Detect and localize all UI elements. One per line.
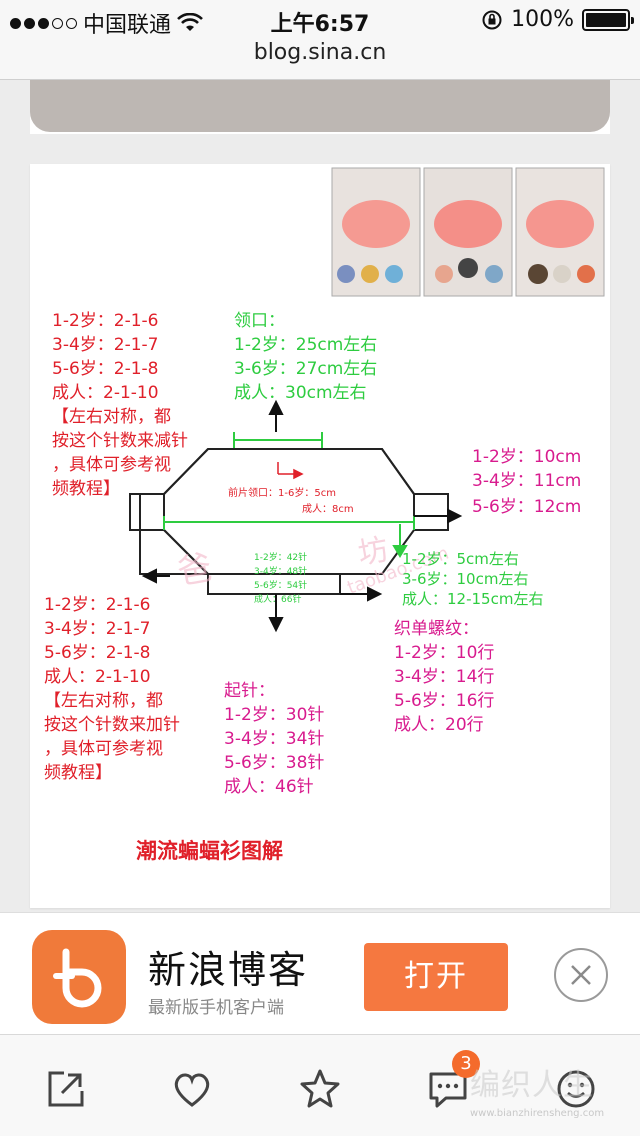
black-arrows [141,399,463,633]
rib-notes: 织单螺纹： 1-2岁：10行 3-4岁：14行 5-6岁：16行 成人：20行 [394,619,494,735]
wifi-icon [177,13,203,31]
left-top-line-6: ，具体可参考视 [52,455,171,475]
diagram-caption: 潮流蝙蝠衫图解 [136,839,283,863]
left-top-decrease-notes: 1-2岁：2-1-6 3-4岁：2-1-7 5-6岁：2-1-8 成人：2-1-… [52,311,188,499]
emoji-icon [557,1070,595,1108]
blog-b-logo-icon [53,948,102,1008]
center-stitch-line-2: 5-6岁：54针 [254,579,307,591]
open-app-button[interactable]: 打开 [364,943,508,1011]
center-stitch-notes: 1-2岁：42针 3-4岁：48针 5-6岁：54针 成人：66针 [254,551,307,605]
previous-image [30,80,610,132]
favorite-button[interactable] [298,1067,342,1111]
share-icon [48,1071,84,1107]
rib-line-2: 5-6岁：16行 [394,691,494,711]
bottom-toolbar [0,1034,640,1136]
neck-title: 领口： [234,311,285,331]
carrier-label: 中国联通 [83,13,172,38]
center-stitch-line-3: 成人：66针 [254,593,301,605]
like-button[interactable] [170,1067,214,1111]
front-neck-notes: 前片领口：1-6岁：5cm 成人：8cm [228,486,354,515]
rib-line-3: 成人：20行 [394,715,484,735]
left-top-line-2: 5-6岁：2-1-8 [52,359,158,379]
right-top-notes: 1-2岁：10cm 3-4岁：11cm 5-6岁：12cm [472,447,581,517]
neck-notes: 领口： 1-2岁：25cm左右 3-6岁：27cm左右 成人：30cm左右 [234,311,377,403]
sweater-photos [331,167,605,297]
cast-title: 起针： [224,681,275,701]
left-top-line-3: 成人：2-1-10 [52,383,159,403]
signal-strength-icon [10,17,77,29]
svg-text:爸: 爸 [175,548,215,593]
left-top-line-5: 按这个针数来减针 [52,431,188,451]
comment-count-badge: 3 [452,1050,480,1078]
close-icon [571,965,591,985]
neck-line-1: 3-6岁：27cm左右 [234,359,377,379]
cast-line-1: 3-4岁：34针 [224,729,324,749]
rib-line-1: 3-4岁：14行 [394,667,494,687]
right-mid-line-0: 1-2岁：5cm左右 [402,550,519,568]
battery-icon [582,8,634,31]
site-watermark: 编织人生 [470,1068,594,1103]
svg-text:坊: 坊 [355,532,391,572]
left-bottom-increase-notes: 1-2岁：2-1-6 3-4岁：2-1-7 5-6岁：2-1-8 成人：2-1-… [44,595,180,783]
previous-image-card [30,80,610,134]
rib-line-0: 1-2岁：10行 [394,643,494,663]
green-measure-lines [163,432,415,558]
left-bottom-line-5: 按这个针数来加针 [44,715,180,735]
close-banner-button[interactable] [554,948,608,1002]
cast-line-2: 5-6岁：38针 [224,753,324,773]
browser-top-bar: 中国联通 上午6:57 100% blog.sina.cn [0,0,640,80]
rib-title: 织单螺纹： [394,619,479,639]
clock: 上午6:57 [270,12,370,37]
share-button[interactable] [44,1067,88,1111]
cast-on-notes: 起针： 1-2岁：30针 3-4岁：34针 5-6岁：38针 成人：46针 [224,681,324,797]
front-neck-arrow [277,462,304,480]
url-bar[interactable]: blog.sina.cn [253,40,387,65]
left-top-line-7: 频教程】 [52,479,120,499]
pattern-diagram: 爸 坊 taobao.com 1-2岁：2-1-6 3-4岁：2-1-7 5-6… [44,167,605,863]
neck-line-2: 成人：30cm左右 [234,383,367,403]
site-watermark-url: www.bianzhirensheng.com [470,1108,605,1119]
center-stitch-line-0: 1-2岁：42针 [254,551,307,563]
app-download-banner: 新浪博客 最新版手机客户端 打开 [0,912,640,1034]
comment-icon [429,1072,467,1108]
center-stitch-line-1: 3-4岁：48针 [254,565,307,577]
neck-line-0: 1-2岁：25cm左右 [234,335,377,355]
left-bottom-line-1: 3-4岁：2-1-7 [44,619,150,639]
left-bottom-line-6: ，具体可参考视 [44,739,163,759]
right-mid-line-1: 3-6岁：10cm左右 [402,570,528,588]
left-bottom-line-3: 成人：2-1-10 [44,667,151,687]
left-top-line-0: 1-2岁：2-1-6 [52,311,158,331]
emoji-button[interactable] [554,1067,598,1111]
sina-blog-app-icon[interactable] [32,930,126,1024]
cast-line-0: 1-2岁：30针 [224,705,324,725]
left-top-line-1: 3-4岁：2-1-7 [52,335,158,355]
front-neck-line-0: 前片领口：1-6岁：5cm [228,486,336,499]
left-bottom-line-0: 1-2岁：2-1-6 [44,595,150,615]
left-bottom-line-4: 【左右对称，都 [44,691,163,711]
right-mid-line-2: 成人：12-15cm左右 [402,590,543,608]
star-icon [300,1069,340,1108]
status-bar: 中国联通 上午6:57 100% [0,0,640,40]
front-neck-line-1: 成人：8cm [302,503,354,515]
comments-button[interactable] [426,1067,470,1111]
right-top-line-1: 3-4岁：11cm [472,471,581,491]
pattern-diagram-card: 爸 坊 taobao.com 1-2岁：2-1-6 3-4岁：2-1-7 5-6… [30,164,610,908]
battery-percent: 100% [511,7,574,32]
right-mid-notes: 1-2岁：5cm左右 3-6岁：10cm左右 成人：12-15cm左右 [402,550,543,608]
app-subtitle: 最新版手机客户端 [148,998,284,1018]
app-name: 新浪博客 [148,948,309,992]
heart-icon [174,1073,210,1107]
rotation-lock-icon [482,10,502,29]
cast-line-3: 成人：46针 [224,777,314,797]
right-top-line-2: 5-6岁：12cm [472,497,581,517]
left-bottom-line-2: 5-6岁：2-1-8 [44,643,150,663]
left-bottom-line-7: 频教程】 [44,763,112,783]
left-top-line-4: 【左右对称，都 [52,407,171,427]
right-top-line-0: 1-2岁：10cm [472,447,581,467]
